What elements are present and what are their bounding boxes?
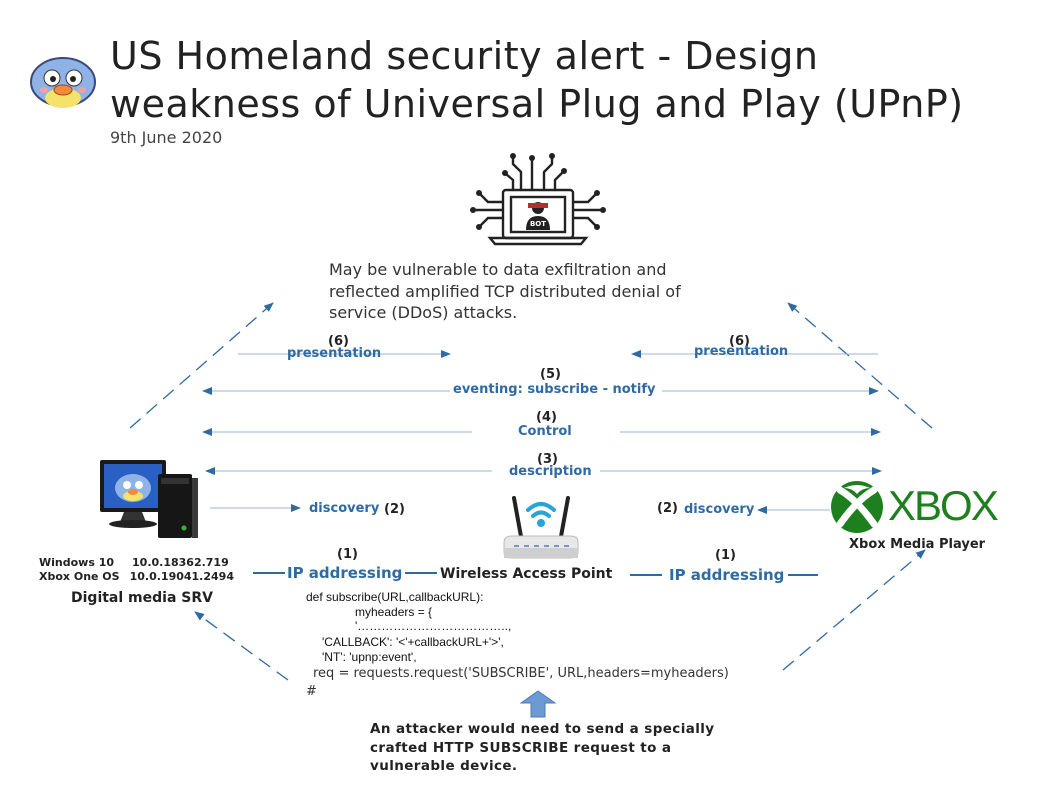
- step-6-left-label: presentation: [287, 346, 382, 361]
- page-date: 9th June 2020: [110, 128, 223, 147]
- step-6-right-label: presentation: [694, 344, 789, 359]
- step-2-right-label: discovery: [684, 502, 755, 517]
- vulnerability-text: May be vulnerable to data exfiltration a…: [329, 259, 749, 324]
- step-3-num: (3): [537, 452, 558, 467]
- code-line-5: 'NT': 'upnp:event',: [322, 650, 417, 664]
- up-arrow-icon: [520, 690, 556, 718]
- dashed-line-xbox-to-top: [787, 302, 933, 429]
- bot-laptop-icon: BOT: [470, 153, 606, 246]
- step-1-right-label: IP addressing: [669, 566, 785, 584]
- mascot-logo-icon: [30, 57, 96, 108]
- step-4-label: Control: [518, 424, 572, 439]
- attacker-note: An attacker would need to send a special…: [370, 720, 715, 776]
- attacker-note-line-1: An attacker would need to send a special…: [370, 721, 715, 737]
- title-line-1: US Homeland security alert - Design: [110, 34, 819, 78]
- access-point-label: Wireless Access Point: [440, 566, 613, 582]
- server-os-info: Windows 10 10.0.18362.719 Xbox One OS 10.0…: [39, 556, 234, 584]
- step-1-right-num: (1): [715, 548, 736, 563]
- vulnerability-line-1: May be vulnerable to data exfiltration a…: [329, 260, 667, 279]
- code-line-3: '………………………………..,: [355, 619, 512, 633]
- xbox-label: Xbox Media Player: [849, 537, 986, 552]
- page-title: US Homeland security alert - Design weak…: [110, 32, 964, 128]
- server-label: Digital media SRV: [71, 590, 213, 606]
- code-line-6: req = requests.request('SUBSCRIBE', URL,…: [313, 666, 729, 681]
- step-2-right-num: (2): [657, 501, 678, 516]
- vulnerability-line-2: reflected amplified TCP distributed deni…: [329, 281, 681, 301]
- title-line-2: weakness of Universal Plug and Play (UPn…: [110, 82, 964, 126]
- dashed-line-code-to-xbox: [782, 549, 926, 671]
- code-line-1: def subscribe(URL,callbackURL):: [306, 590, 484, 604]
- step-3-label: description: [509, 464, 592, 479]
- server-os2-name: Xbox One OS: [39, 570, 120, 583]
- step-5-label: eventing: subscribe - notify: [453, 382, 656, 397]
- server-os2-version: 10.0.19041.2494: [129, 570, 234, 583]
- attacker-note-line-2: crafted HTTP SUBSCRIBE request to a: [370, 739, 672, 756]
- bot-label: BOT: [530, 220, 546, 228]
- server-os1-name: Windows 10: [39, 556, 115, 569]
- code-line-2: myheaders = {: [355, 605, 433, 619]
- dashed-line-code-to-srv: [194, 611, 289, 681]
- wireless-router-icon: [503, 496, 579, 559]
- step-6-right-num: (6): [729, 334, 750, 349]
- dashed-line-srv-to-top: [129, 302, 274, 429]
- server-os1-version: 10.0.18362.719: [132, 556, 229, 569]
- xbox-logo-text: XBOX: [888, 482, 999, 529]
- step-2-left-label: discovery: [309, 501, 380, 516]
- step-1-left-label: IP addressing: [287, 564, 403, 582]
- code-line-4: 'CALLBACK': '<'+callbackURL+'>',: [322, 635, 504, 649]
- step-5-num: (5): [540, 367, 561, 382]
- step-6-left-num: (6): [328, 334, 349, 349]
- step-4-num: (4): [536, 410, 557, 425]
- code-line-7: #: [306, 684, 317, 699]
- vulnerability-line-3: service (DDoS) attacks.: [329, 303, 518, 322]
- xbox-sphere-icon: [831, 481, 883, 533]
- media-server-computer-icon: [100, 460, 198, 538]
- step-1-left-num: (1): [337, 547, 358, 562]
- step-2-left-num: (2): [384, 502, 405, 517]
- attacker-note-line-3: vulnerable device.: [370, 758, 518, 774]
